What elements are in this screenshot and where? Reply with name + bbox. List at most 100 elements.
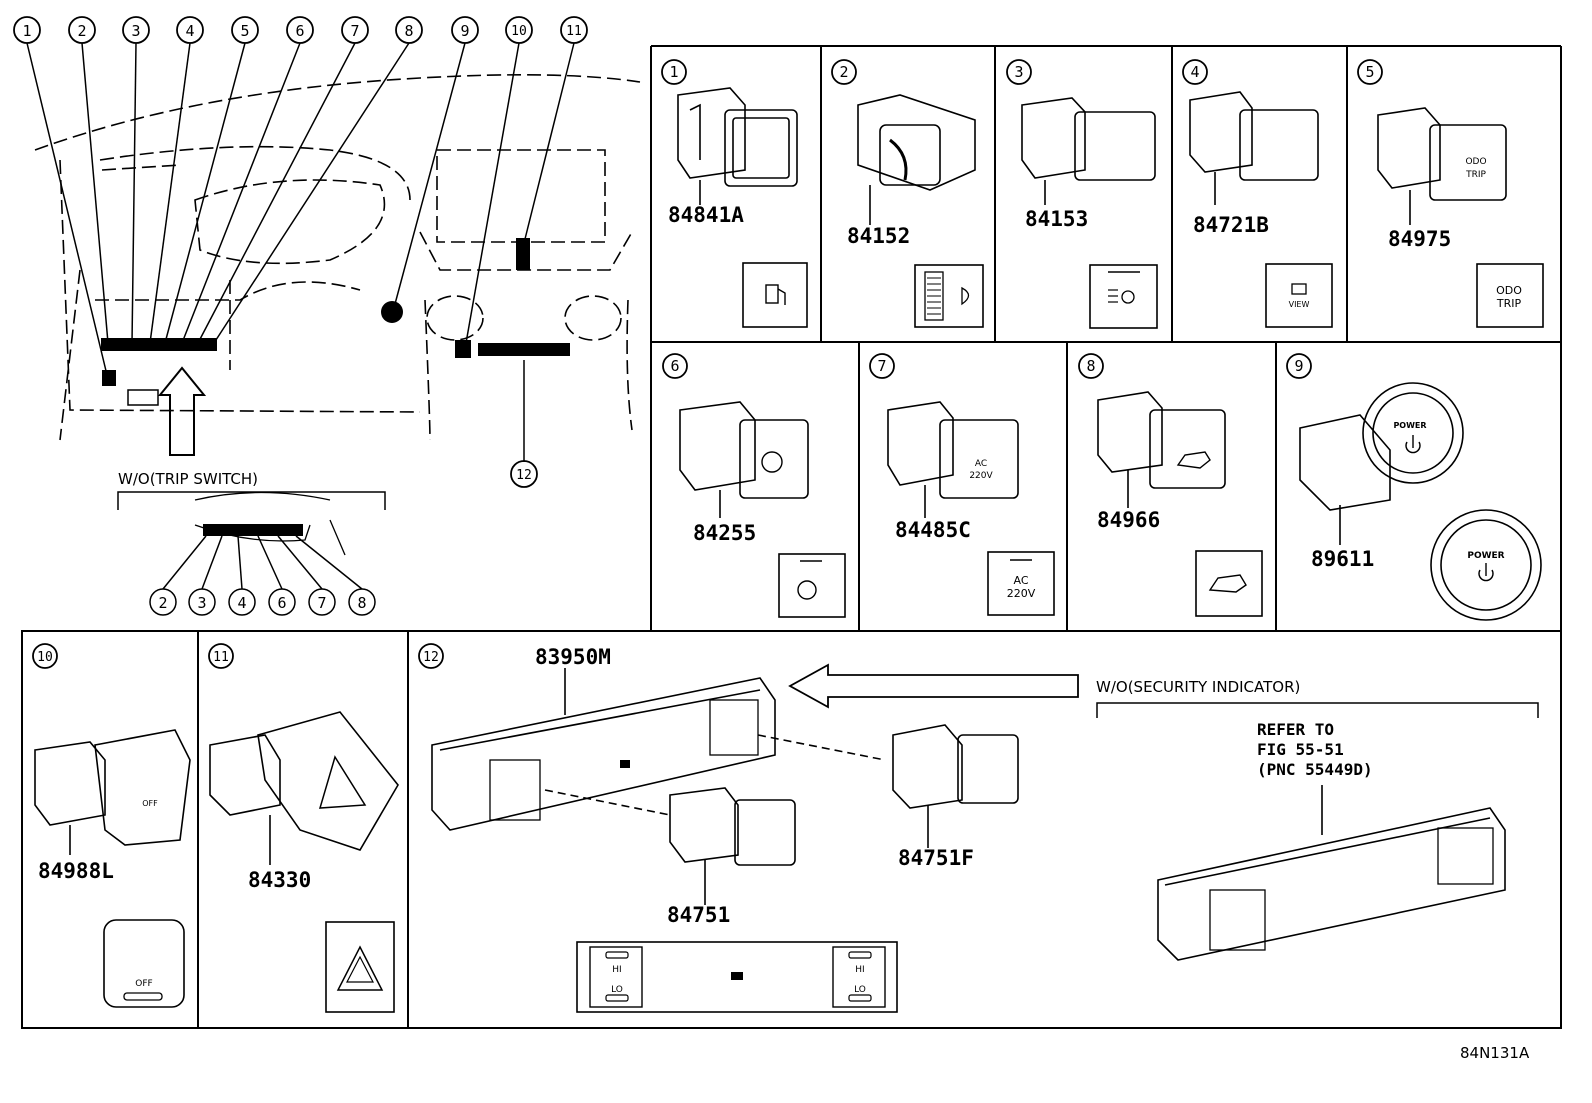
panel-callout-9: 9 [1294, 357, 1303, 375]
panel-callout-6: 6 [670, 357, 679, 375]
arrow-up-icon [157, 366, 207, 456]
part-number-84751F: 84751F [898, 846, 974, 870]
switch-89611-drawing [1299, 382, 1542, 621]
switch-face-labels: ODO TRIP ODO TRIP VIEW AC 220V AC 220V P… [135, 157, 1522, 995]
panel-callout-10: 10 [37, 650, 53, 665]
panel-grid-bottom [21, 630, 1562, 1029]
panel-callout-2: 2 [839, 63, 848, 81]
heated-steering-icon [778, 553, 846, 618]
switch-84975-drawing [1377, 107, 1544, 328]
callout-12: 12 [516, 468, 532, 483]
part-number-84751: 84751 [667, 903, 730, 927]
panel-callout-8: 8 [1086, 357, 1095, 375]
overview-switch-blocks [101, 238, 570, 386]
refer-line-2: FIG 55-51 [1257, 740, 1344, 759]
overview-small-switch [127, 389, 159, 406]
arrow-left-icon [788, 663, 1079, 709]
panel-callout-11: 11 [213, 650, 229, 665]
callout-6: 6 [295, 22, 304, 40]
trip-label: TRIP [1496, 297, 1522, 310]
part-number-84485C: 84485C [895, 518, 971, 542]
refer-note: REFER TO FIG 55-51 (PNC 55449D) [1257, 720, 1373, 779]
switch-84721B-drawing [1189, 91, 1333, 328]
callout-5: 5 [240, 22, 249, 40]
switch-83950M-drawing [431, 663, 1539, 1013]
odo-trip-icon [1476, 263, 1544, 328]
part-numbers: 84841A 84152 84153 84721B 84975 84255 84… [38, 203, 1451, 927]
switch-84255-drawing [679, 401, 846, 618]
trip-callout-8: 8 [357, 594, 366, 612]
trip-switch-label: W/O(TRIP SWITCH) [118, 470, 258, 488]
ac-220v-icon [987, 551, 1055, 616]
callout-numbers: 1 2 3 4 5 6 7 8 9 10 11 12 2 3 4 6 7 8 1… [22, 22, 1374, 665]
dashboard-overview [13, 16, 641, 616]
refer-line-1: REFER TO [1257, 720, 1334, 739]
ac-label: AC [1013, 574, 1028, 587]
power-label: POWER [1467, 551, 1504, 561]
switch-84841A-drawing [677, 87, 808, 328]
switch-power-label: POWER [1393, 421, 1426, 430]
headlight-leveling-icon [914, 264, 984, 328]
panel-callout-5: 5 [1365, 63, 1374, 81]
switch-84988L-drawing [34, 729, 191, 1008]
odo-label: ODO [1496, 284, 1522, 297]
back-door-icon [1195, 550, 1263, 617]
part-number-84841A: 84841A [668, 203, 744, 227]
hi-label-right: HI [855, 965, 864, 975]
power-button-icon [1430, 509, 1542, 621]
callout-9: 9 [460, 22, 469, 40]
switch-84153-drawing [1021, 97, 1158, 329]
callout-12-circle [510, 460, 538, 488]
v220-label: 220V [1007, 587, 1036, 600]
switch-84485C-drawing [887, 401, 1055, 616]
lo-label-right: LO [854, 985, 866, 995]
trip-callout-4: 4 [237, 594, 246, 612]
hazard-icon [325, 921, 395, 1013]
part-number-84721B: 84721B [1193, 213, 1269, 237]
part-number-84975: 84975 [1388, 227, 1451, 251]
switch-trip-label: TRIP [1465, 170, 1486, 180]
callout-2: 2 [77, 22, 86, 40]
dashboard-outline [34, 74, 641, 441]
part-number-83950M: 83950M [535, 645, 611, 669]
callout-8: 8 [404, 22, 413, 40]
view-label: VIEW [1289, 300, 1310, 309]
security-indicator-icon [731, 972, 743, 980]
part-number-84153: 84153 [1025, 207, 1088, 231]
off-label: OFF [135, 979, 152, 989]
switch-84152-drawing [857, 94, 984, 328]
refer-line-3: (PNC 55449D) [1257, 760, 1373, 779]
switch-84330-drawing [209, 711, 399, 1013]
panel-grid-top [650, 45, 1562, 631]
trip-callout-2: 2 [158, 594, 167, 612]
switch-odo-label: ODO [1465, 157, 1486, 167]
panel-callout-4: 4 [1190, 63, 1199, 81]
part-number-84330: 84330 [248, 868, 311, 892]
callout-10: 10 [511, 24, 527, 39]
switch-off-label: OFF [142, 799, 158, 808]
part-number-84255: 84255 [693, 521, 756, 545]
callout-1: 1 [22, 22, 31, 40]
switch-84966-drawing [1097, 391, 1263, 617]
callout-11: 11 [566, 24, 582, 39]
part-number-89611: 89611 [1311, 547, 1374, 571]
overview-leader-lines [26, 42, 575, 376]
panel-callout-7: 7 [877, 357, 886, 375]
part-number-84988L: 84988L [38, 859, 114, 883]
camera-view-icon [1265, 263, 1333, 328]
trip-callout-7: 7 [317, 594, 326, 612]
trip-callout-6: 6 [277, 594, 286, 612]
figure-code: 84N131A [1460, 1044, 1530, 1062]
auto-high-beam-icon [1089, 264, 1158, 329]
panel-callout-1: 1 [669, 63, 678, 81]
part-number-84152: 84152 [847, 224, 910, 248]
trip-switch-block [203, 524, 303, 536]
security-indicator-label: W/O(SECURITY INDICATOR) [1096, 678, 1300, 696]
trip-callout-3: 3 [197, 594, 206, 612]
panel-callout-3: 3 [1014, 63, 1023, 81]
vsc-off-icon [103, 919, 185, 1008]
hi-label-left: HI [612, 965, 621, 975]
switch-v220-label: 220V [969, 471, 993, 481]
fuel-door-icon [742, 262, 808, 328]
